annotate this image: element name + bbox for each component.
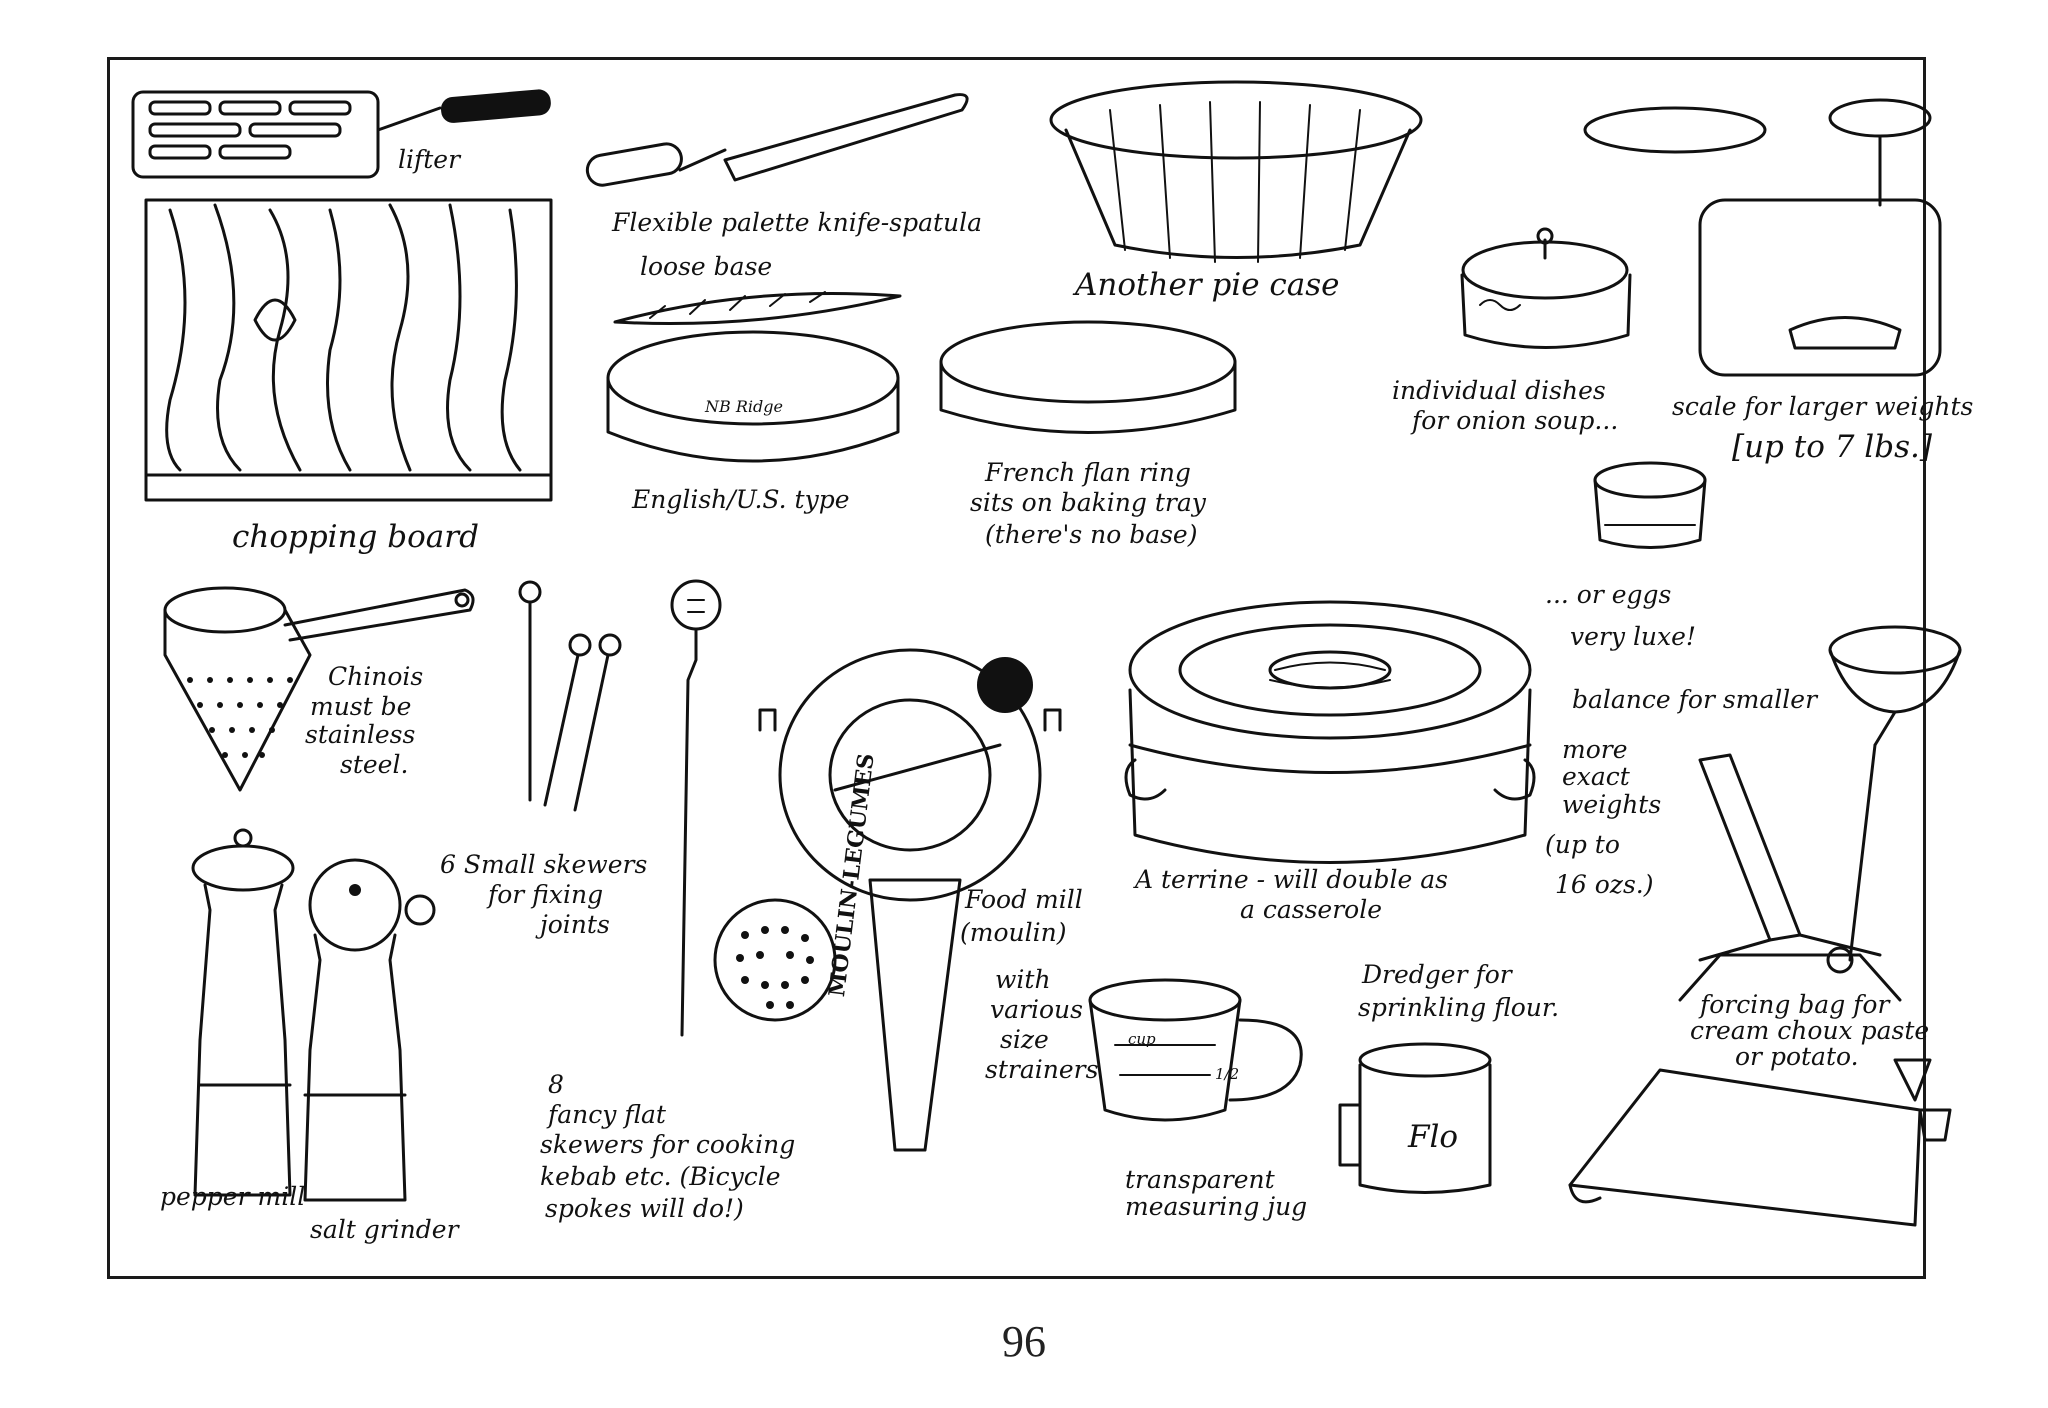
label-eggs-line2: very luxe! — [1570, 622, 1696, 651]
dredger-illustration — [1338, 1042, 1492, 1194]
label-pepper-mill: pepper mill — [160, 1182, 306, 1211]
label-terrine-line2: a casserole — [1240, 895, 1383, 924]
label-flat-skewers-line2: skewers for cooking — [540, 1130, 796, 1159]
terrine-illustration — [1124, 600, 1536, 864]
soup-dish-illustration — [1460, 227, 1632, 349]
label-small-skewers-line3: joints — [540, 910, 610, 939]
palette-knife-illustration — [585, 93, 969, 187]
label-flat-skewers-line1: fancy flat — [548, 1100, 666, 1129]
label-flan-ring-line2: sits on baking tray — [970, 488, 1206, 517]
label-exact-weights-line4: (up to — [1545, 830, 1620, 859]
label-food-mill-line3: with — [995, 965, 1051, 994]
egg-dish-illustration — [1593, 461, 1707, 549]
label-flat-skewers-count: 8 — [548, 1070, 564, 1099]
small-skewers-illustration — [518, 580, 622, 812]
label-exact-weights-line3: weights — [1562, 790, 1662, 819]
flan-ring-illustration — [939, 320, 1237, 434]
label-loose-base: loose base — [640, 252, 773, 281]
pie-case-illustration — [1049, 80, 1423, 263]
label-onion-soup-line1: individual dishes — [1392, 376, 1606, 405]
salt-grinder-illustration — [303, 858, 436, 1202]
label-scale-larger-line2: [up to 7 lbs.] — [1732, 429, 1932, 465]
strainer-disk-illustration — [713, 898, 837, 1022]
page-frame — [107, 57, 1926, 1279]
loose-base-illustration — [613, 291, 902, 326]
label-palette-knife: Flexible palette knife-spatula — [612, 208, 983, 237]
page-number: 96 — [1002, 1317, 1046, 1366]
chopping-board-illustration — [144, 198, 553, 502]
balance-scale-illustration — [1678, 625, 1962, 1002]
label-food-mill-line5: size — [1000, 1025, 1049, 1054]
label-flan-ring-line3: (there's no base) — [985, 520, 1198, 549]
label-balance: balance for smaller — [1572, 685, 1818, 714]
label-terrine-line1: A terrine - will double as — [1135, 865, 1448, 894]
food-mill-illustration — [758, 648, 1062, 1152]
large-scale-illustration — [1583, 98, 1942, 377]
label-salt-grinder: salt grinder — [310, 1215, 459, 1244]
label-onion-soup-line2: for onion soup... — [1412, 406, 1619, 435]
label-small-skewers-line2: for fixing — [488, 880, 604, 909]
label-nb-ridge: NB Ridge — [705, 397, 783, 416]
label-exact-weights-line5: 16 ozs.) — [1555, 870, 1654, 899]
measuring-jug-illustration — [1088, 978, 1303, 1122]
label-english-type: English/U.S. type — [632, 485, 850, 514]
pepper-mill-illustration — [191, 828, 295, 1197]
label-food-mill-line2: (moulin) — [960, 918, 1067, 947]
label-chopping-board: chopping board — [232, 519, 479, 555]
label-eggs-line1: ... or eggs — [1545, 580, 1672, 609]
label-food-mill-line6: strainers — [985, 1055, 1099, 1084]
label-food-mill-line4: various — [990, 995, 1083, 1024]
label-jug-mark-half: 1/2 — [1215, 1065, 1240, 1083]
label-lifter: lifter — [398, 145, 461, 174]
label-forcing-bag-line2: cream choux paste — [1690, 1016, 1930, 1045]
label-flat-skewers-line4: spokes will do!) — [545, 1194, 744, 1223]
lifter-illustration — [131, 89, 551, 179]
flat-skewer-illustration — [670, 579, 722, 1037]
label-small-skewers-line1: 6 Small skewers — [440, 850, 648, 879]
label-dredger-line2: sprinkling flour. — [1358, 993, 1560, 1022]
label-chinois-line2: must be — [310, 692, 412, 721]
label-jug-mark-cup: cup — [1128, 1030, 1156, 1048]
forcing-bag-illustration — [1568, 1058, 1952, 1227]
label-pie-case: Another pie case — [1075, 267, 1340, 303]
label-chinois-line3: stainless — [305, 720, 416, 749]
label-chinois-line1: Chinois — [328, 662, 424, 691]
chinois-illustration — [163, 586, 475, 792]
english-ring-illustration — [606, 330, 900, 463]
label-scale-larger-line1: scale for larger weights — [1672, 392, 1974, 421]
label-jug-line1: transparent — [1125, 1165, 1275, 1194]
label-flour-word: Flo — [1408, 1119, 1459, 1155]
label-flat-skewers-line3: kebab etc. (Bicycle — [540, 1162, 781, 1191]
label-exact-weights-line2: exact — [1562, 762, 1630, 791]
label-food-mill-line1: Food mill — [965, 885, 1083, 914]
label-chinois-line4: steel. — [340, 750, 409, 779]
label-flan-ring-line1: French flan ring — [985, 458, 1191, 487]
label-forcing-bag-line1: forcing bag for — [1700, 990, 1890, 1019]
label-jug-line2: measuring jug — [1125, 1192, 1308, 1221]
label-exact-weights-line1: more — [1562, 735, 1628, 764]
label-forcing-bag-line3: or potato. — [1735, 1042, 1859, 1071]
label-dredger-line1: Dredger for — [1362, 960, 1512, 989]
